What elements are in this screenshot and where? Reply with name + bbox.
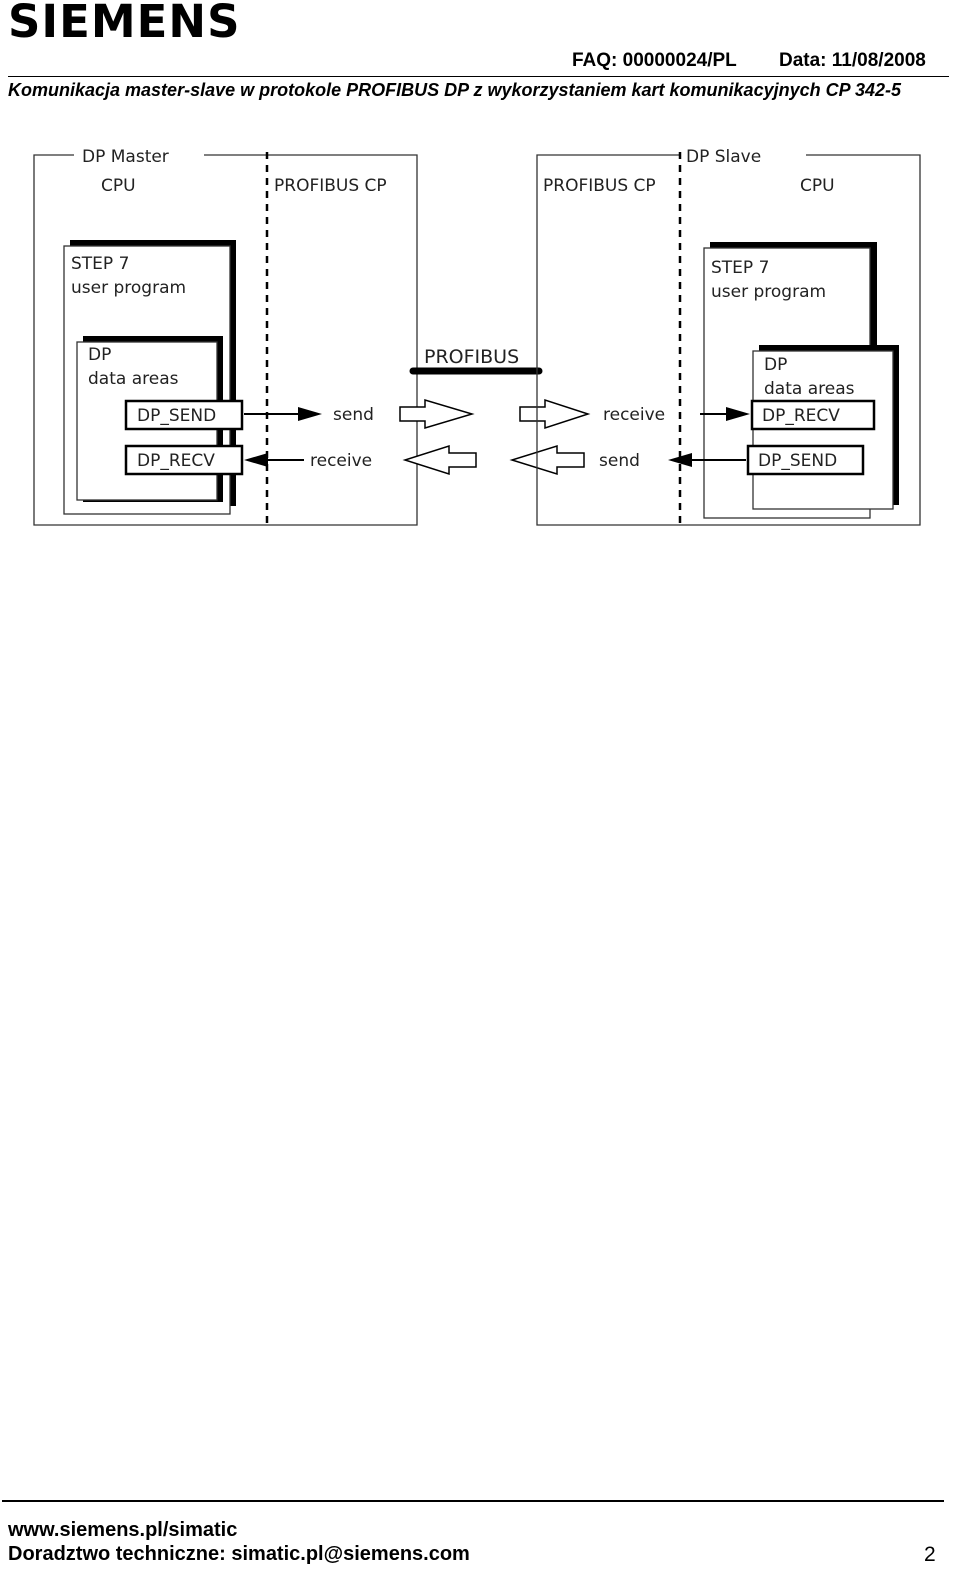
slave-cpu-label: CPU <box>800 176 835 196</box>
footer-support-contact[interactable]: Doradztwo techniczne: simatic.pl@siemens… <box>8 1543 470 1565</box>
slave-receive-label: receive <box>603 405 665 425</box>
master-slave-diagram: DP Master CPU PROFIBUS CP STEP 7 user pr… <box>33 147 921 527</box>
master-dp-subtitle: data areas <box>88 369 179 389</box>
master-dp-title: DP <box>88 345 111 365</box>
slave-cp-label: PROFIBUS CP <box>543 176 656 196</box>
bus-send-arrow-left <box>399 398 475 430</box>
slave-dp-send-block <box>746 444 865 476</box>
master-cp-label: PROFIBUS CP <box>274 176 387 196</box>
slave-dp-recv-label: DP_RECV <box>762 406 840 426</box>
slave-dp-recv-block <box>750 399 876 431</box>
profibus-label: PROFIBUS <box>424 346 519 368</box>
header-divider <box>8 76 949 77</box>
slave-receive-arrowhead <box>726 407 750 421</box>
master-dp-recv-block <box>124 444 244 476</box>
master-frame <box>33 154 418 526</box>
slave-send-arrowhead <box>668 453 692 467</box>
slave-dp-subtitle: data areas <box>764 379 855 399</box>
master-cpu-label: CPU <box>101 176 136 196</box>
bus-send-arrow-right <box>519 398 591 430</box>
master-receive-arrowhead <box>244 453 268 467</box>
master-receive-label: receive <box>310 451 372 471</box>
master-dp-send-block <box>124 399 244 431</box>
siemens-logo: SIEMENS <box>8 0 241 48</box>
page-number: 2 <box>924 1543 936 1566</box>
slave-dp-title: DP <box>764 355 787 375</box>
footer-website-link[interactable]: www.siemens.pl/simatic <box>8 1519 238 1541</box>
slave-label: DP Slave <box>686 147 761 167</box>
faq-number: FAQ: 00000024/PL <box>572 50 737 71</box>
document-date: Data: 11/08/2008 <box>779 50 926 71</box>
master-send-arrowhead <box>298 407 322 421</box>
master-label: DP Master <box>82 147 169 167</box>
slave-step7-subtitle: user program <box>711 282 826 302</box>
bus-receive-arrow-right <box>509 444 585 476</box>
slave-send-label: send <box>599 451 640 471</box>
master-dp-recv-label: DP_RECV <box>137 451 215 471</box>
slave-dp-send-label: DP_SEND <box>758 451 837 471</box>
document-title: Komunikacja master-slave w protokole PRO… <box>8 80 901 100</box>
slave-frame <box>536 154 921 526</box>
bus-receive-arrow-left <box>402 444 477 476</box>
slave-step7-title: STEP 7 <box>711 258 769 278</box>
footer-divider <box>2 1500 944 1502</box>
master-dp-send-label: DP_SEND <box>137 406 216 426</box>
master-send-label: send <box>333 405 374 425</box>
master-step7-title: STEP 7 <box>71 254 129 274</box>
master-step7-subtitle: user program <box>71 278 186 298</box>
